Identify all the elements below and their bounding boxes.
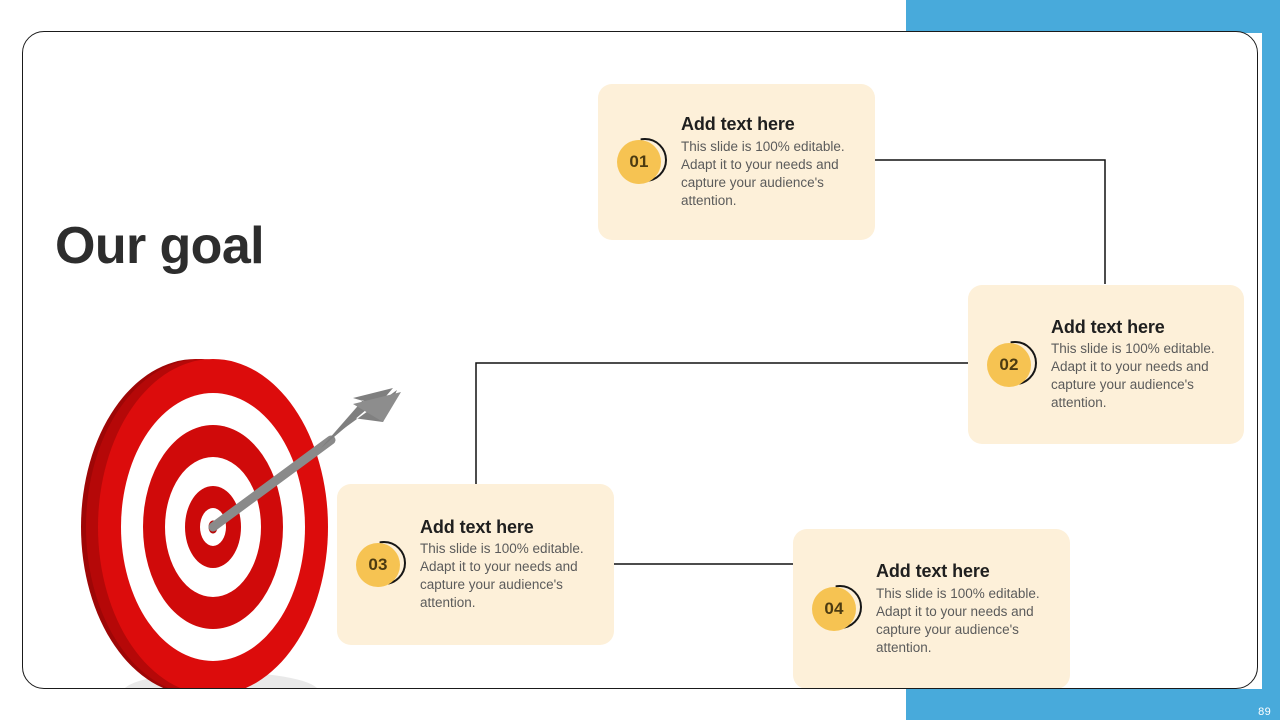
badge-number: 03 bbox=[356, 542, 400, 587]
badge-01: 01 bbox=[617, 138, 669, 186]
badge-04: 04 bbox=[812, 585, 864, 633]
arrow-icon bbox=[208, 388, 401, 532]
connector-02-03 bbox=[475, 362, 968, 484]
info-card-03[interactable]: 03 Add text here This slide is 100% edit… bbox=[337, 484, 614, 645]
card-body: This slide is 100% editable. Adapt it to… bbox=[1051, 341, 1215, 411]
card-heading: Add text here bbox=[1051, 316, 1165, 337]
card-body: This slide is 100% editable. Adapt it to… bbox=[420, 541, 584, 611]
connector-01-02 bbox=[875, 159, 1106, 284]
page-number: 89 bbox=[1258, 706, 1271, 718]
info-card-01[interactable]: 01 Add text here This slide is 100% edit… bbox=[598, 84, 875, 240]
badge-02: 02 bbox=[987, 340, 1039, 389]
badge-number: 04 bbox=[812, 587, 856, 631]
accent-band-bottom bbox=[906, 689, 1280, 720]
card-heading: Add text here bbox=[876, 561, 990, 582]
badge-number: 01 bbox=[617, 140, 661, 184]
badge-number: 02 bbox=[987, 342, 1031, 387]
card-text-03: Add text here This slide is 100% editabl… bbox=[420, 517, 602, 612]
badge-03: 03 bbox=[356, 540, 408, 589]
card-heading: Add text here bbox=[681, 114, 795, 135]
page-title: Our goal bbox=[55, 217, 265, 275]
info-card-02[interactable]: 02 Add text here This slide is 100% edit… bbox=[968, 285, 1244, 444]
slide-panel: Our goal bbox=[22, 31, 1258, 689]
accent-band-top bbox=[906, 0, 1280, 33]
card-body: This slide is 100% editable. Adapt it to… bbox=[681, 138, 845, 208]
card-body: This slide is 100% editable. Adapt it to… bbox=[876, 585, 1040, 655]
card-text-04: Add text here This slide is 100% editabl… bbox=[876, 561, 1058, 656]
info-card-04[interactable]: 04 Add text here This slide is 100% edit… bbox=[793, 529, 1070, 688]
accent-band-right bbox=[1262, 0, 1280, 720]
card-text-01: Add text here This slide is 100% editabl… bbox=[681, 114, 863, 209]
card-text-02: Add text here This slide is 100% editabl… bbox=[1051, 317, 1232, 412]
target-illustration bbox=[53, 344, 403, 688]
card-heading: Add text here bbox=[420, 516, 534, 537]
